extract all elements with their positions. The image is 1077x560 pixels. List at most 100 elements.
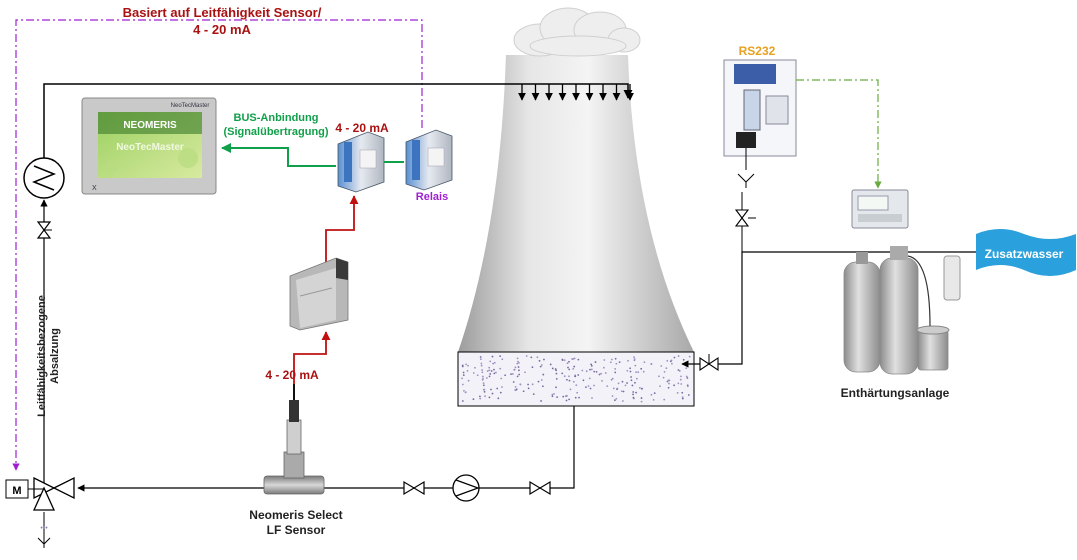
fill-texture-dot [472, 398, 475, 401]
fill-texture-dot [603, 359, 606, 361]
fill-texture-dot [685, 367, 688, 370]
fill-texture-dot [574, 375, 577, 378]
fill-texture-dot [482, 382, 485, 385]
fill-texture-dot [537, 380, 540, 383]
fill-texture-dot [488, 366, 491, 369]
fill-texture-dot [668, 379, 671, 382]
top-signal-label-2: 4 - 20 mA [193, 22, 251, 37]
vertical-label-1: Leitfähigkeitsbezogene [36, 295, 48, 417]
ma-signal-lower [293, 331, 331, 384]
sensor-label-2: LF Sensor [267, 523, 326, 537]
analyzer-unit [723, 59, 797, 188]
fill-texture-dot [637, 371, 640, 374]
fill-texture-dot [588, 377, 591, 380]
fill-texture-dot [635, 371, 637, 374]
fill-texture-dot [650, 363, 653, 366]
fill-texture-dot [492, 362, 495, 365]
fill-texture-dot [527, 387, 530, 390]
fill-texture-dot [501, 358, 504, 361]
fill-texture-dot [688, 355, 691, 358]
fill-texture-dot [572, 380, 575, 383]
fill-texture-dot [566, 394, 568, 397]
fill-texture-dot [606, 385, 609, 388]
fill-texture-dot [532, 393, 535, 396]
fill-texture-dot [632, 391, 635, 393]
lf-sensor [263, 384, 325, 495]
fill-texture-dot [642, 370, 645, 373]
controller-badge: X [92, 185, 97, 192]
fill-texture-dot [643, 361, 646, 364]
fill-texture-dot [541, 385, 544, 388]
fill-texture-dot [635, 391, 637, 394]
fill-texture-dot [677, 382, 680, 385]
motor-3way-valve: ••• [5, 476, 75, 548]
fill-texture-dot [671, 362, 673, 365]
fill-texture-dot [624, 384, 627, 387]
fill-texture-dot [519, 383, 522, 386]
fill-texture-dot [611, 395, 614, 397]
fill-texture-dot [629, 367, 631, 370]
fill-texture-dot [594, 361, 597, 363]
fill-texture-dot [640, 400, 643, 403]
fill-texture-dot [522, 390, 525, 393]
fill-texture-dot [467, 364, 469, 367]
fill-texture-dot [551, 395, 554, 398]
fill-texture-dot [565, 399, 568, 402]
fill-texture-dot [577, 358, 580, 361]
fill-texture-dot [680, 383, 683, 385]
fill-texture-dot [479, 395, 481, 398]
fill-texture-dot [555, 372, 558, 375]
fill-texture-dot [635, 377, 638, 380]
fill-texture-dot [493, 372, 496, 375]
fill-texture-dot [573, 365, 576, 368]
ma-label-upper: 4 - 20 mA [335, 121, 389, 135]
fill-texture-dot [611, 377, 614, 380]
fill-texture-dot [464, 391, 467, 394]
fill-texture-dot [667, 386, 670, 389]
fill-texture-dot [488, 396, 491, 399]
fill-texture-dot [563, 359, 566, 362]
fill-texture-dot [578, 396, 580, 399]
fill-texture-dot [626, 369, 629, 372]
fill-texture-dot [499, 367, 502, 370]
fill-texture-dot [481, 375, 484, 378]
bus-signal-line [221, 143, 336, 167]
fill-texture-dot [491, 355, 494, 358]
fill-texture-dot [631, 384, 634, 387]
fill-texture-dot [676, 392, 679, 394]
fill-texture-dot [682, 358, 685, 361]
fill-texture-dot [680, 375, 682, 378]
fill-texture-dot [613, 399, 616, 402]
fill-texture-dot [622, 390, 625, 393]
fill-texture-dot [632, 396, 635, 399]
fill-texture-dot [518, 361, 520, 364]
fill-texture-dot [465, 363, 468, 366]
fill-texture-dot [495, 371, 497, 374]
controller-brand: NEOMERIS [123, 120, 177, 131]
fill-texture-dot [497, 397, 500, 400]
fill-texture-dot [461, 383, 464, 386]
fill-texture-dot [620, 390, 623, 393]
fill-texture-dot [461, 400, 464, 402]
bottom-valve-right [529, 480, 551, 496]
fill-texture-dot [585, 386, 587, 389]
fill-texture-dot [614, 357, 617, 360]
fill-texture-dot [574, 396, 577, 399]
heat-exchanger [23, 157, 65, 199]
fill-pack-texture [461, 355, 691, 403]
fill-texture-dot [575, 384, 578, 387]
fill-texture-dot [617, 382, 620, 385]
fill-texture-dot [590, 363, 593, 366]
top-signal-label-1: Basiert auf Leitfähigkeit Sensor/ [123, 5, 322, 20]
fill-texture-dot [604, 372, 607, 374]
spray-nozzles [518, 84, 634, 101]
fill-texture-dot [496, 387, 499, 390]
fill-texture-dot [568, 379, 571, 382]
fill-texture-dot [555, 377, 558, 380]
steam-cloud [513, 7, 641, 57]
fill-texture-dot [536, 356, 539, 359]
controller-screen-text: NeoTecMaster [116, 142, 184, 153]
fill-texture-dot [479, 356, 482, 358]
fill-texture-dot [610, 358, 613, 361]
